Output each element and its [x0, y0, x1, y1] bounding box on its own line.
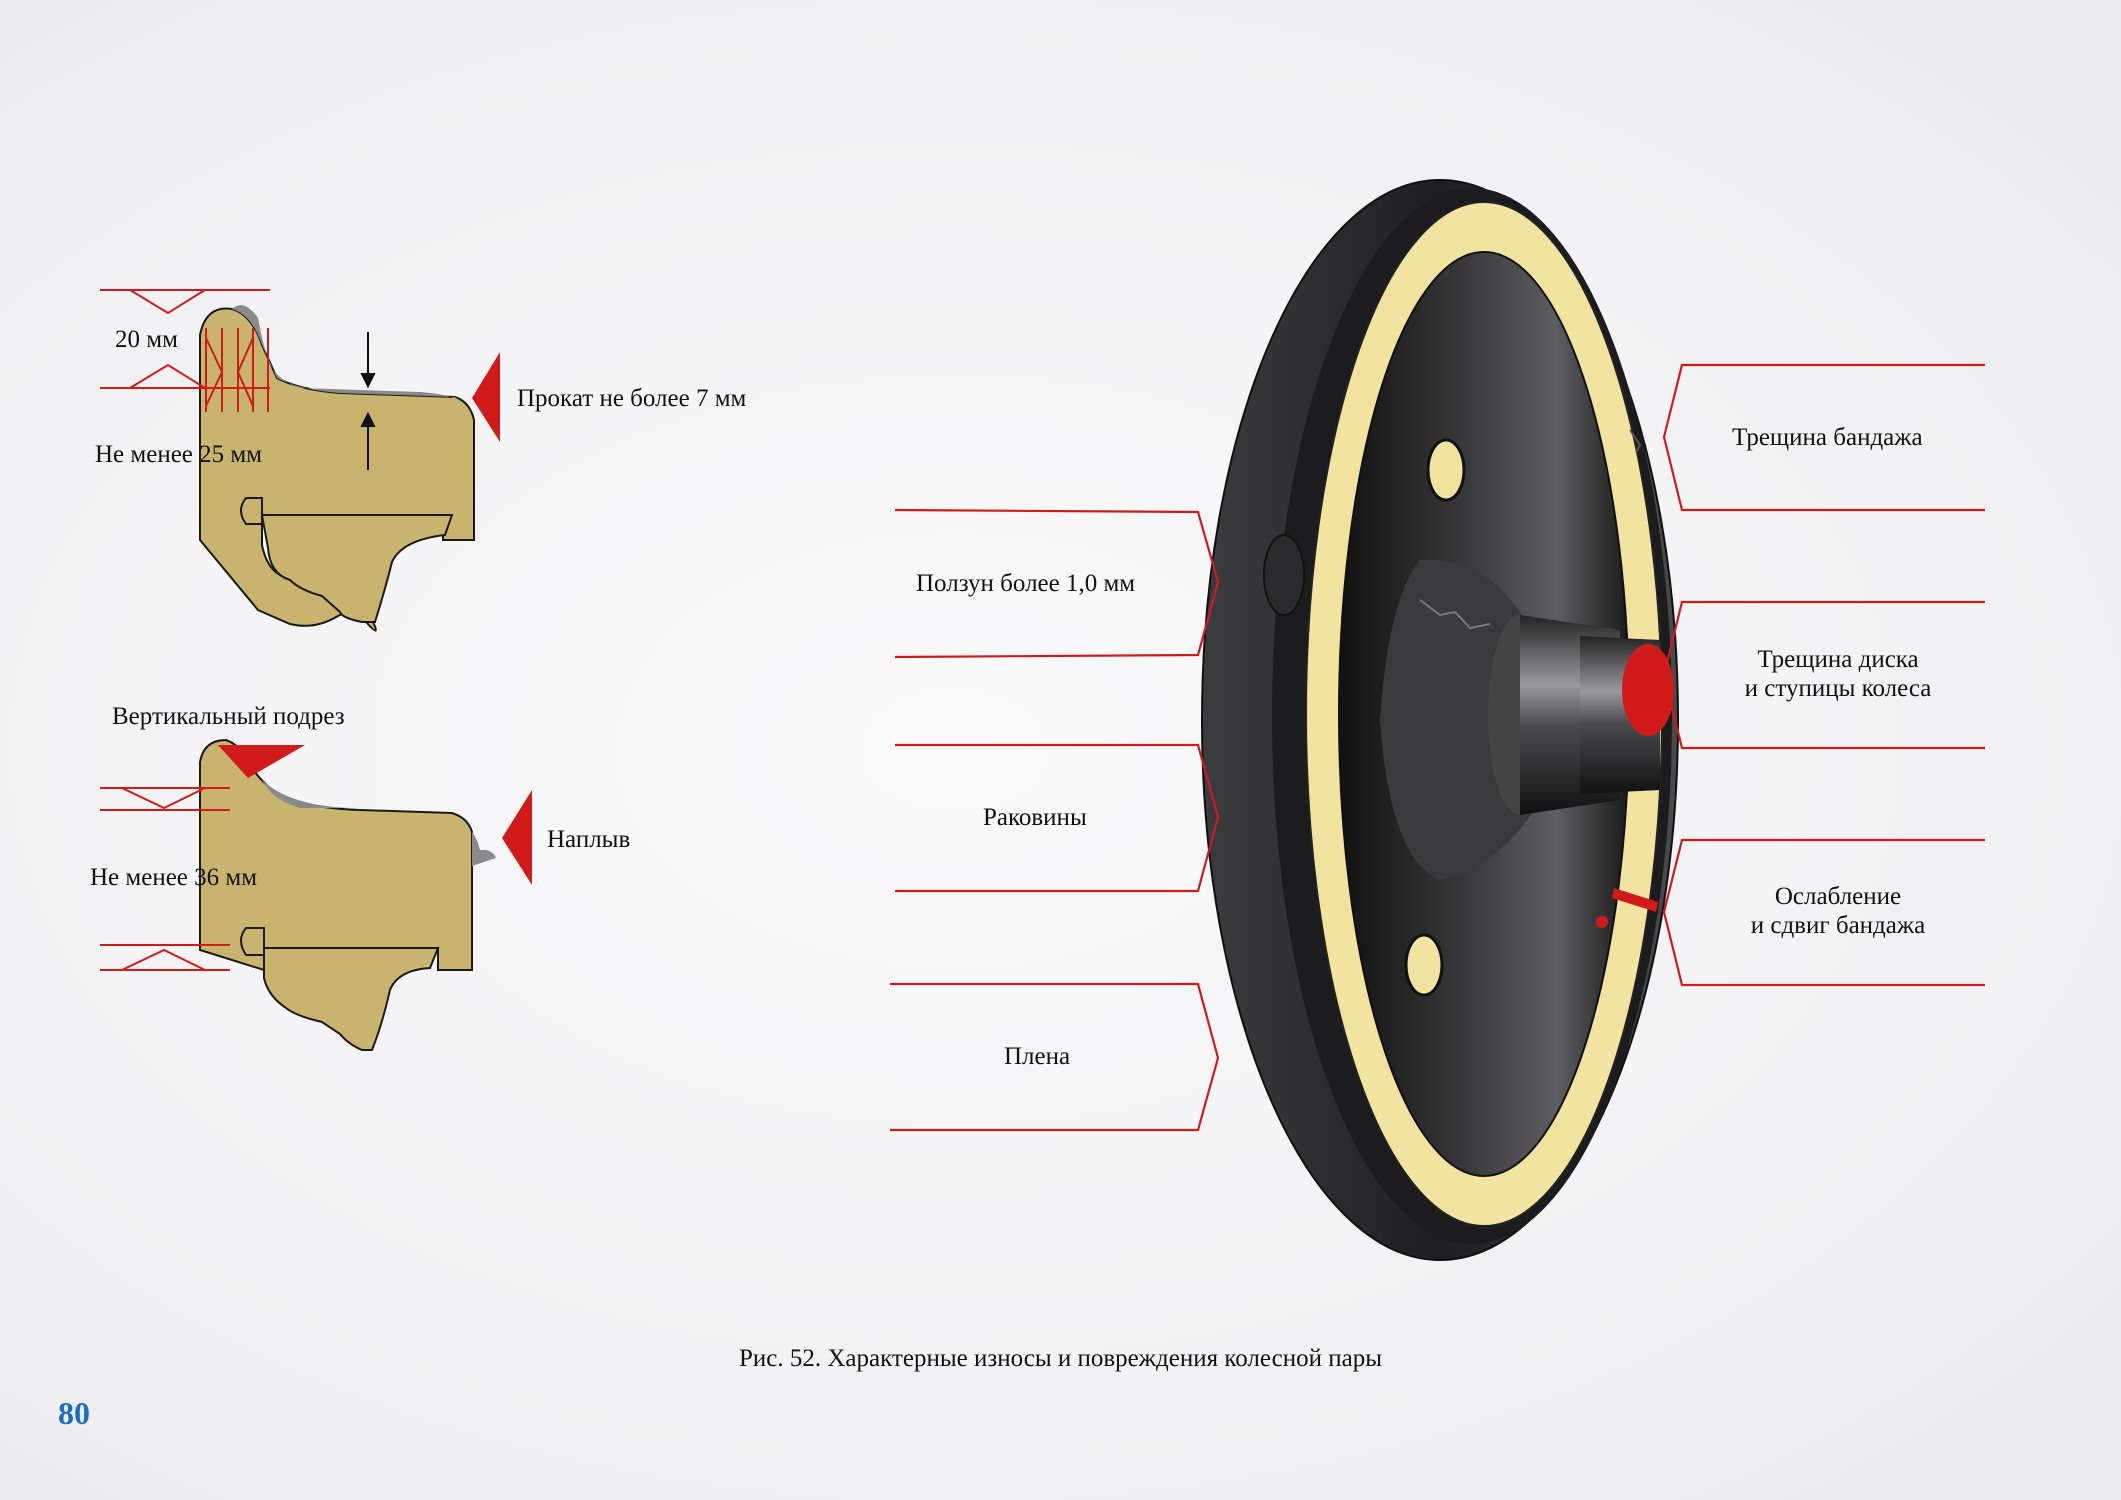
label-min-36: Не менее 36 мм [90, 864, 258, 891]
upper-wheel-rim [260, 514, 454, 623]
label-weakening-line2: и сдвиг бандажа [1750, 912, 1926, 939]
tire-crack-line [1629, 429, 1642, 453]
rolling-marker [472, 352, 500, 442]
undercut-marker [218, 745, 305, 778]
disc-hole-top [1426, 438, 1466, 502]
label-film: Плена [1004, 1043, 1071, 1070]
label-slider: Ползун более 1,0 мм [916, 570, 1136, 597]
lower-profile [100, 738, 532, 1051]
label-flange-20: 20 мм [115, 326, 178, 353]
disc-hole-bottom [1404, 933, 1444, 997]
callouts [890, 363, 1985, 1132]
callout-slider [894, 508, 1220, 659]
callout-tire-crack [1662, 363, 1985, 512]
label-disc-crack-line2: и ступицы колеса [1744, 675, 1932, 702]
label-tire-crack: Трещина бандажа [1732, 424, 1923, 451]
label-disc-crack: Трещина диска и ступицы колеса [1718, 645, 1958, 703]
figure-caption: Рис. 52. Характерные износы и повреждени… [738, 1345, 1382, 1372]
flange-hole [1263, 534, 1305, 616]
label-shells: Раковины [983, 804, 1087, 831]
lower-wheel-rim [263, 947, 440, 1051]
label-rolling: Прокат не более 7 мм [517, 385, 747, 412]
overflow-marker [502, 790, 532, 885]
overflow-lip [472, 832, 496, 866]
upper-profile [100, 289, 500, 632]
callout-shells [895, 743, 1220, 893]
lower-worn-shade [262, 780, 350, 808]
callout-weakening [1662, 838, 1985, 987]
lower-key-notch [240, 927, 265, 956]
label-min-25: Не менее 25 мм [95, 441, 263, 468]
disc-crack-line [1419, 599, 1491, 630]
upper-key-notch [240, 497, 263, 525]
page-number: 80 [58, 1395, 90, 1431]
label-weakening: Ослабление и сдвиг бандажа [1718, 882, 1958, 940]
label-weakening-line1: Ослабление [1774, 883, 1902, 910]
wheel [1201, 179, 1679, 1261]
callout-disc-crack [1662, 600, 1985, 750]
callout-film [890, 982, 1220, 1132]
label-disc-crack-line1: Трещина диска [1757, 646, 1919, 673]
label-overflow: Наплыв [547, 826, 631, 853]
label-vertical-undercut: Вертикальный подрез [112, 703, 345, 730]
upper-worn-layer [232, 305, 462, 402]
weakening-mark [1612, 888, 1658, 912]
weakening-dot [1596, 916, 1608, 928]
axle-end-crack [1622, 644, 1674, 736]
